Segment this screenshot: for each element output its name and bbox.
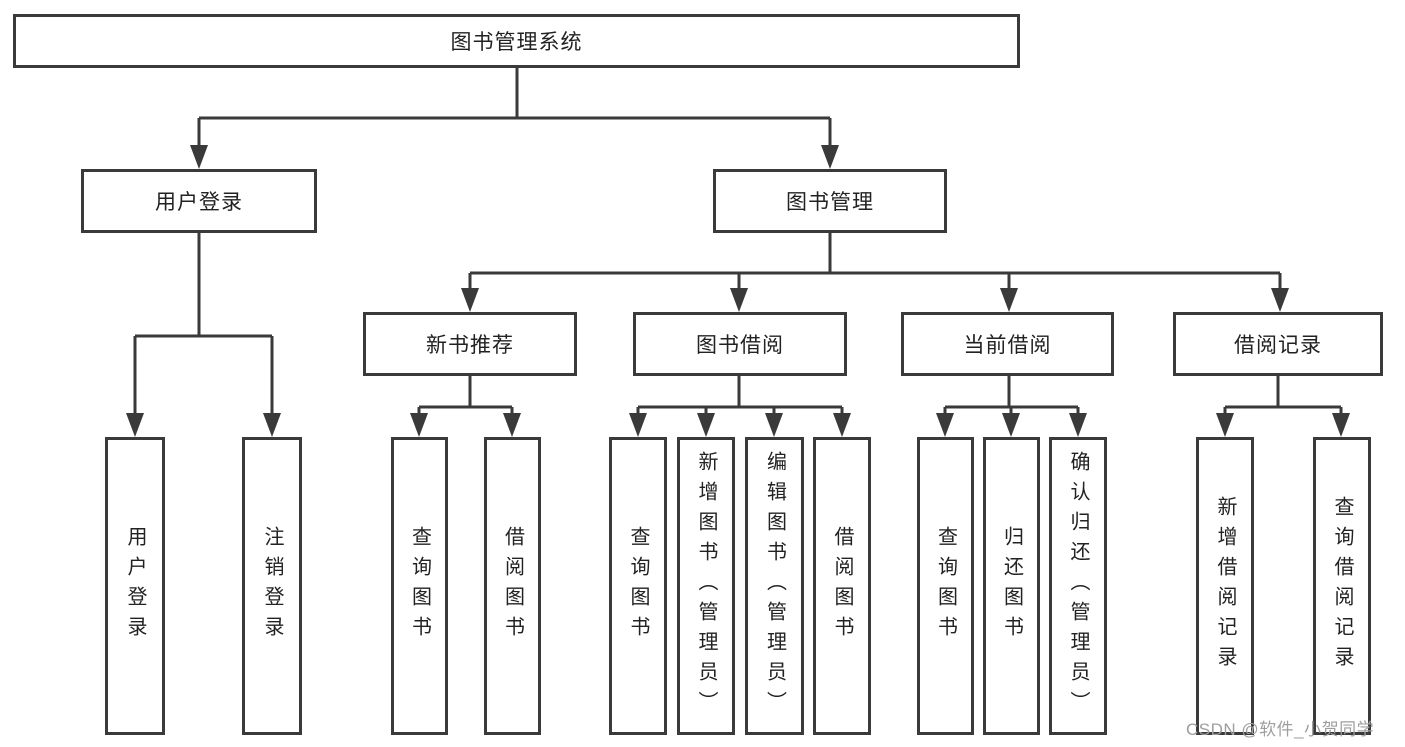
node-label: 新增借阅记录 — [1214, 496, 1236, 676]
node-current-borrowing: 当前借阅 — [901, 312, 1114, 376]
node-user-login: 用户登录 — [81, 169, 317, 233]
connector-borrowing-records-children — [1216, 374, 1350, 437]
node-label: 借阅图书 — [501, 526, 524, 646]
node-add-books-admin: 新增图书（管理员） — [677, 437, 735, 735]
node-borrow-books-borrowing: 借阅图书 — [813, 437, 871, 735]
node-label: 归还图书 — [1000, 526, 1023, 646]
node-borrow-books-recommend: 借阅图书 — [484, 437, 541, 735]
connector-book-borrowing-children — [629, 374, 851, 437]
node-label: 新增图书（管理员） — [695, 451, 717, 721]
node-confirm-return-admin: 确认归还（管理员） — [1049, 437, 1107, 735]
node-query-books-recommend: 查询图书 — [391, 437, 448, 735]
node-logout: 注销登录 — [242, 437, 302, 735]
node-label: 用户登录 — [124, 526, 146, 646]
connector-book-management-children — [461, 231, 1289, 312]
node-query-books-borrowing: 查询图书 — [609, 437, 667, 735]
node-query-books-current: 查询图书 — [917, 437, 974, 735]
node-label: 查询图书 — [627, 526, 649, 646]
node-user-login-leaf: 用户登录 — [105, 437, 165, 735]
connector-user-login-children — [126, 231, 281, 437]
node-label: 注销登录 — [261, 526, 283, 646]
node-add-borrow-record: 新增借阅记录 — [1196, 437, 1254, 735]
node-book-borrowing: 图书借阅 — [633, 312, 847, 376]
node-book-management: 图书管理 — [713, 169, 947, 233]
node-borrowing-records: 借阅记录 — [1173, 312, 1383, 376]
node-label: 借阅图书 — [831, 526, 853, 646]
connector-root-to-level2 — [190, 66, 839, 169]
node-label: 查询借阅记录 — [1331, 496, 1353, 676]
node-label: 查询图书 — [408, 526, 431, 646]
node-book-management-system: 图书管理系统 — [13, 14, 1020, 68]
csdn-watermark: CSDN @软件_小贺同学 — [1186, 720, 1375, 739]
node-query-borrow-record: 查询借阅记录 — [1313, 437, 1371, 735]
node-new-book-recommend: 新书推荐 — [363, 312, 577, 376]
connector-new-book-recommend-children — [410, 374, 521, 437]
node-label: 查询图书 — [934, 526, 957, 646]
node-label: 确认归还（管理员） — [1067, 451, 1089, 721]
node-return-books: 归还图书 — [983, 437, 1040, 735]
node-edit-books-admin: 编辑图书（管理员） — [745, 437, 804, 735]
node-label: 编辑图书（管理员） — [763, 451, 786, 721]
connector-current-borrowing-children — [936, 374, 1087, 437]
